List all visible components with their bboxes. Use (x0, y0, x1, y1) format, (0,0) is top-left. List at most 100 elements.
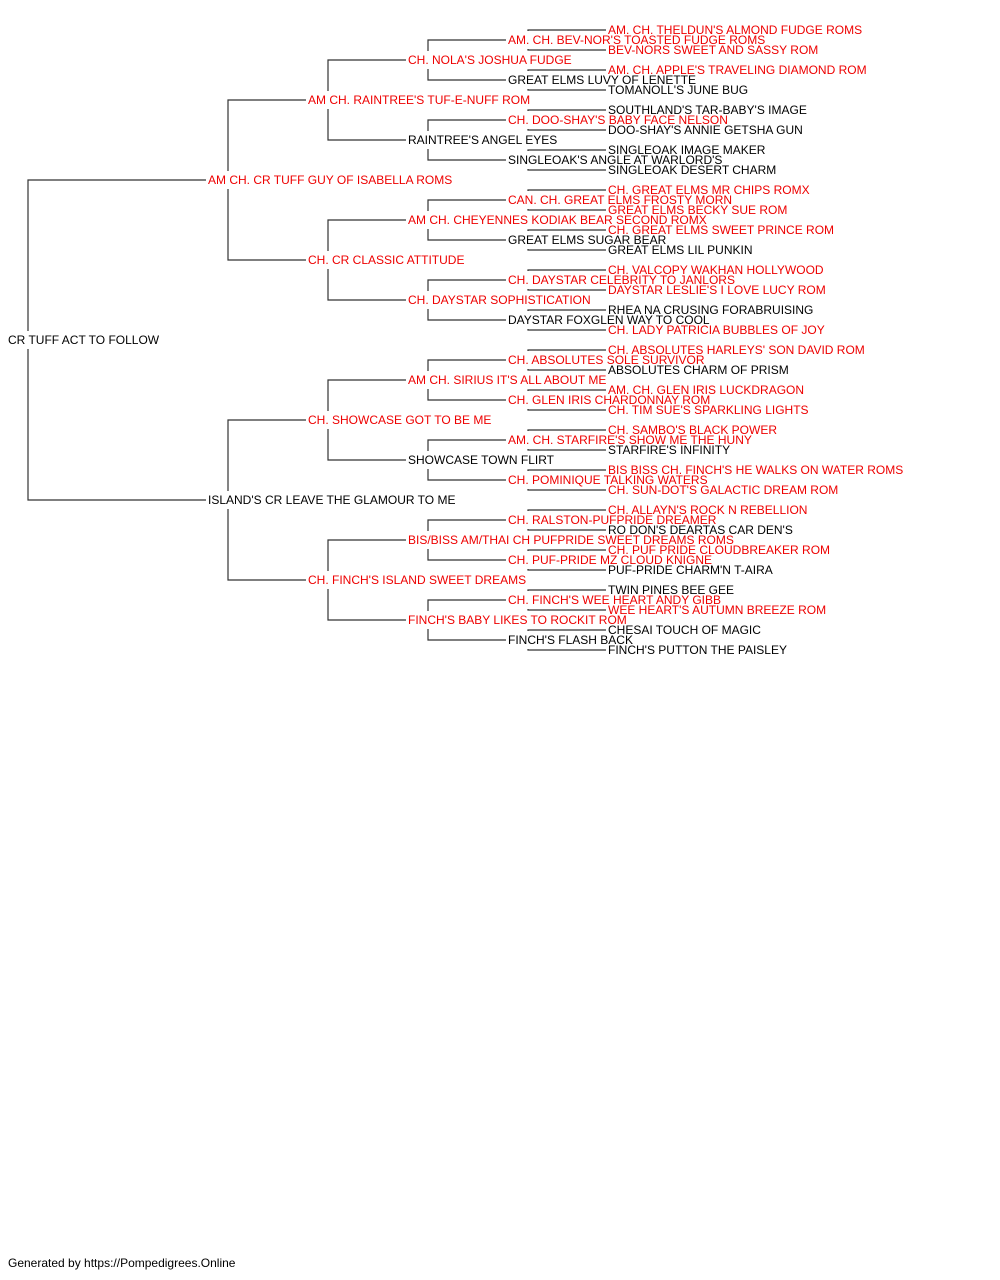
dog-name-root-sire-dam-sire-dam: GREAT ELMS SUGAR BEAR (508, 233, 667, 247)
connector-sire-root-sire-sire-dam-dam (527, 149, 606, 151)
connector-sire-root-dam-sire (327, 379, 406, 411)
connector-dam-root-sire-sire-sire (427, 69, 506, 81)
connector-sire-root-sire (227, 99, 306, 171)
connector-sire-root-dam-sire-sire-dam (527, 389, 606, 391)
dog-name-root-sire-dam-dam-sire-dam: DAYSTAR LESLIE'S I LOVE LUCY ROM (608, 283, 826, 297)
generated-by-footer: Generated by https://Pompedigrees.Online (8, 1256, 236, 1270)
dog-name-root-sire-sire-dam-dam-sire: SINGLEOAK IMAGE MAKER (608, 143, 766, 157)
connector-dam-root-sire-sire-dam-sire (527, 129, 606, 131)
connector-sire-root-dam-dam-dam-dam (527, 629, 606, 631)
connector-sire-root-sire-sire-dam (427, 119, 506, 131)
connector-dam-root (27, 349, 206, 501)
connector-dam-root-dam-sire-dam-dam (527, 489, 606, 491)
connector-dam-root-dam-dam-dam (427, 629, 506, 641)
connector-sire-root-sire-sire-sire (427, 39, 506, 51)
dog-name-root-dam: ISLAND'S CR LEAVE THE GLAMOUR TO ME (208, 493, 455, 507)
dog-name-root-sire-dam-dam-dam-sire: RHEA NA CRUSING FORABRUISING (608, 303, 813, 317)
dog-name-root-dam-sire-sire-sire: CH. ABSOLUTES SOLE SURVIVOR (508, 353, 705, 367)
connector-sire-root-dam-dam-sire (427, 519, 506, 531)
dog-name-root-dam-sire-dam-sire-dam: STARFIRE'S INFINITY (608, 443, 730, 457)
dog-name-root-dam-dam-sire: BIS/BISS AM/THAI CH PUFPRIDE SWEET DREAM… (408, 533, 734, 547)
dog-name-root-sire-sire-sire-dam: GREAT ELMS LUVY OF LENETTE (508, 73, 696, 87)
dog-name-root-dam-dam: CH. FINCH'S ISLAND SWEET DREAMS (308, 573, 526, 587)
connector-dam-root-sire-dam-sire (427, 229, 506, 241)
connector-dam-root-sire-sire-dam (427, 149, 506, 161)
dog-name-root-sire-sire-sire-dam-sire: AM. CH. APPLE'S TRAVELING DIAMOND ROM (608, 63, 867, 77)
dog-name-root-sire-sire-sire-sire-sire: AM. CH. THELDUN'S ALMOND FUDGE ROMS (608, 23, 862, 37)
connector-dam-root-dam-sire-sire-dam (527, 409, 606, 411)
dog-name-root-sire-dam-sire-dam-sire: CH. GREAT ELMS SWEET PRINCE ROM (608, 223, 834, 237)
dog-name-root-dam-sire-dam-dam: CH. POMINIQUE TALKING WATERS (508, 473, 708, 487)
dog-name-root-sire-sire-dam-sire-sire: SOUTHLAND'S TAR-BABY'S IMAGE (608, 103, 807, 117)
dog-name-root-dam-sire-sire-dam-dam: CH. TIM SUE'S SPARKLING LIGHTS (608, 403, 809, 417)
connector-dam-root-sire-sire-sire-dam (527, 89, 606, 91)
dog-name-root-sire-dam-dam-sire: CH. DAYSTAR CELEBRITY TO JANLORS (508, 273, 735, 287)
connector-dam-root-dam-dam-dam-dam (527, 649, 606, 651)
dog-name-root-dam-sire-dam-sire: AM. CH. STARFIRE'S SHOW ME THE HUNY (508, 433, 752, 447)
connector-dam-root-sire-dam-dam (427, 309, 506, 321)
dog-name-root-dam-dam-dam-dam-dam: FINCH'S PUTTON THE PAISLEY (608, 643, 787, 657)
dog-name-root-dam-dam-dam-dam: FINCH'S FLASH BACK (508, 633, 633, 647)
dog-name-root-sire-sire-sire-sire-dam: BEV-NORS SWEET AND SASSY ROM (608, 43, 818, 57)
dog-name-root-sire-dam-dam-dam-dam: CH. LADY PATRICIA BUBBLES OF JOY (608, 323, 825, 337)
connector-dam-root-dam-sire-sire-sire (527, 369, 606, 371)
connector-sire-root-sire-dam-sire-sire (527, 189, 606, 191)
connector-sire-root-dam-dam-sire-dam (527, 549, 606, 551)
connector-sire-root-sire-dam-dam-dam (527, 309, 606, 311)
dog-name-root-sire-sire-dam-dam: SINGLEOAK'S ANGLE AT WARLORD'S (508, 153, 722, 167)
dog-name-root-dam-sire-sire: AM CH. SIRIUS IT'S ALL ABOUT ME (408, 373, 606, 387)
dog-name-root-dam-sire-dam-dam-dam: CH. SUN-DOT'S GALACTIC DREAM ROM (608, 483, 838, 497)
connector-dam-root-sire-dam-sire-dam (527, 249, 606, 251)
connector-sire-root-dam-sire-sire (427, 359, 506, 371)
dog-name-root-dam-sire: CH. SHOWCASE GOT TO BE ME (308, 413, 491, 427)
connector-dam-root-dam-dam (327, 589, 406, 621)
connector-sire-root-dam-dam-dam-sire (527, 589, 606, 591)
connector-dam-root-dam-sire-dam-sire (527, 449, 606, 451)
dog-name-root-sire-sire-dam: RAINTREE'S ANGEL EYES (408, 133, 557, 147)
connector-sire-root-dam-sire-dam-dam (527, 469, 606, 471)
connector-sire-root-dam-dam-dam (427, 599, 506, 611)
connector-sire-root-sire-sire-sire-dam (527, 69, 606, 71)
connector-dam-root-sire-dam-sire-sire (527, 209, 606, 211)
connector-dam-root-dam-dam-sire-sire (527, 529, 606, 531)
dog-name-root-dam-dam-sire-sire: CH. RALSTON-PUFPRIDE DREAMER (508, 513, 717, 527)
dog-name-root-sire-sire-sire-sire: AM. CH. BEV-NOR'S TOASTED FUDGE ROMS (508, 33, 765, 47)
dog-name-root-dam-dam-dam-sire-dam: WEE HEART'S AUTUMN BREEZE ROM (608, 603, 826, 617)
dog-name-root-sire-sire-dam-dam-dam: SINGLEOAK DESERT CHARM (608, 163, 776, 177)
dog-name-root-sire-dam-sire-sire: CAN. CH. GREAT ELMS FROSTY MORN (508, 193, 732, 207)
dog-name-root-sire-sire-dam-sire: CH. DOO-SHAY'S BABY FACE NELSON (508, 113, 728, 127)
dog-name-root-dam-sire-dam: SHOWCASE TOWN FLIRT (408, 453, 555, 467)
connector-sire-root-dam-dam (327, 539, 406, 571)
dog-name-root-dam-dam-dam: FINCH'S BABY LIKES TO ROCKIT ROM (408, 613, 627, 627)
connector-sire-root-sire-sire (327, 59, 406, 91)
dog-name-root-dam-dam-sire-sire-dam: RO DON'S DEARTAS CAR DEN'S (608, 523, 793, 537)
dog-name-root-sire-dam-sire-sire-sire: CH. GREAT ELMS MR CHIPS ROMX (608, 183, 810, 197)
connector-dam-root-sire-dam-dam-dam (527, 329, 606, 331)
connector-dam-root-dam-sire-sire (427, 389, 506, 401)
dog-name-root-sire-dam-sire-dam-dam: GREAT ELMS LIL PUNKIN (608, 243, 753, 257)
dog-name-root-dam-sire-dam-dam-sire: BIS BISS CH. FINCH'S HE WALKS ON WATER R… (608, 463, 903, 477)
dog-name-root: CR TUFF ACT TO FOLLOW (8, 333, 160, 347)
connector-dam-root-dam (227, 509, 306, 581)
dog-name-root-sire-dam-dam-sire-sire: CH. VALCOPY WAKHAN HOLLYWOOD (608, 263, 824, 277)
connector-sire-root-sire-sire-sire-sire (527, 29, 606, 31)
connector-sire-root-sire-dam-sire-dam (527, 229, 606, 231)
dog-name-root-dam-sire-sire-sire-dam: ABSOLUTES CHARM OF PRISM (608, 363, 789, 377)
dog-name-root-dam-dam-dam-sire: CH. FINCH'S WEE HEART ANDY GIBB (508, 593, 721, 607)
connector-sire-root-sire-dam (327, 219, 406, 251)
dog-name-root-dam-dam-sire-sire-sire: CH. ALLAYN'S ROCK N REBELLION (608, 503, 807, 517)
connector-sire-root-dam-sire-dam (427, 439, 506, 451)
connector-dam-root-sire-sire-sire-sire (527, 49, 606, 51)
dog-name-root-dam-sire-sire-dam: CH. GLEN IRIS CHARDONNAY ROM (508, 393, 710, 407)
dog-name-root-dam-dam-dam-dam-sire: CHESAI TOUCH OF MAGIC (608, 623, 761, 637)
dog-name-root-dam-sire-sire-dam-sire: AM. CH. GLEN IRIS LUCKDRAGON (608, 383, 804, 397)
dog-name-root-sire-sire: AM CH. RAINTREE'S TUF-E-NUFF ROM (308, 93, 530, 107)
dog-name-root-sire-sire-dam-sire-dam: DOO-SHAY'S ANNIE GETSHA GUN (608, 123, 803, 137)
connector-sire-root-sire-dam-sire (427, 199, 506, 211)
dog-name-root-sire-dam-dam-dam: DAYSTAR FOXGLEN WAY TO COOL (508, 313, 710, 327)
dog-name-root-dam-dam-dam-sire-sire: TWIN PINES BEE GEE (608, 583, 734, 597)
connector-dam-root-sire-dam (327, 269, 406, 301)
connector-sire-root-sire-dam-dam (427, 279, 506, 291)
connector-sire-root-sire-sire-dam-sire (527, 109, 606, 111)
